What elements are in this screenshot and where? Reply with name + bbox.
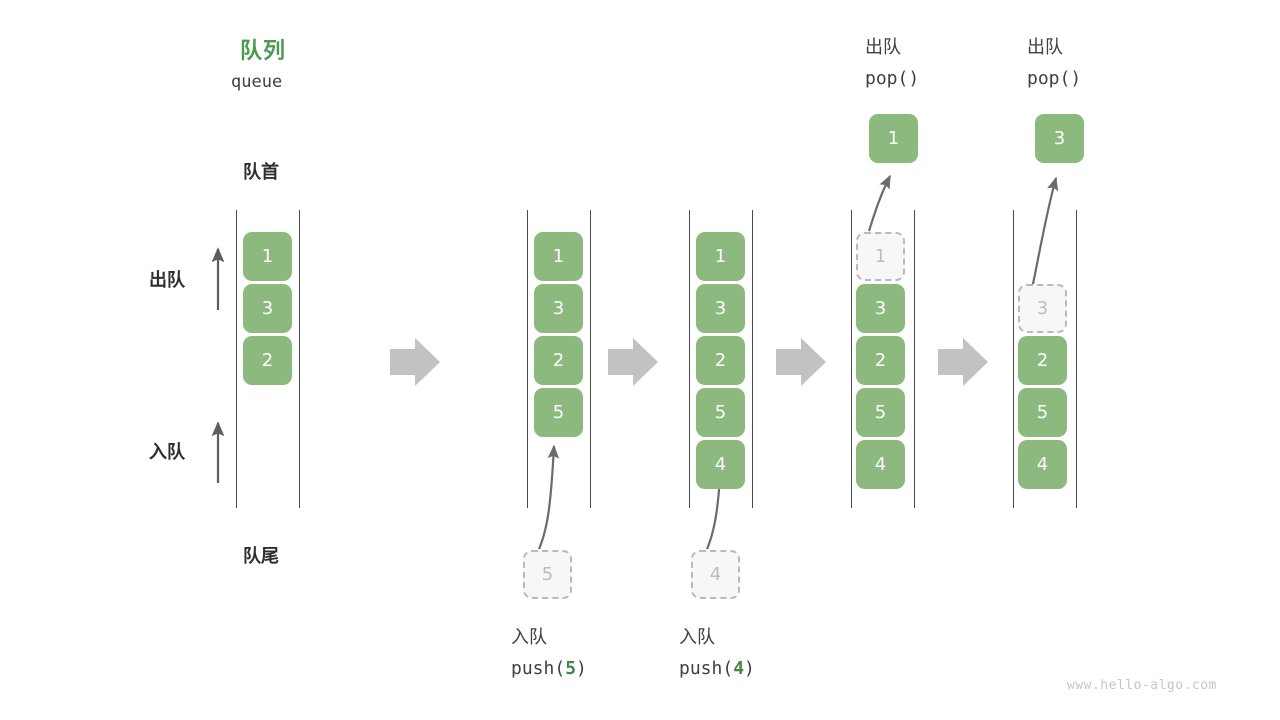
queue-rail-left-4: [851, 210, 852, 508]
operation-label-push-4: 入队: [679, 627, 715, 648]
step-arrow-right-icon-3: [776, 338, 826, 386]
queue-cell: 2: [1018, 336, 1067, 385]
queue-rail-left-5: [1013, 210, 1014, 508]
operation-label-pop-3: 出队: [1027, 37, 1063, 58]
code-suffix: ): [576, 658, 587, 679]
queue-cell-removed: 1: [856, 232, 905, 281]
page-subtitle: queue: [231, 72, 283, 92]
queue-column-pop-3: 3 2 5 4: [1018, 284, 1067, 489]
operation-code-push-5: push(5): [511, 658, 587, 679]
queue-rail-left-1: [236, 210, 237, 508]
step-arrow-right-icon-2: [608, 338, 658, 386]
queue-cell: 4: [1018, 440, 1067, 489]
operation-code-pop-3: pop(): [1027, 68, 1082, 89]
queue-cell: 2: [696, 336, 745, 385]
queue-cell: 4: [856, 440, 905, 489]
pending-element-4: 4: [691, 550, 740, 599]
queue-cell: 2: [534, 336, 583, 385]
popped-element-1: 1: [869, 114, 918, 163]
queue-rail-left-3: [689, 210, 690, 508]
queue-cell: 3: [696, 284, 745, 333]
code-arg: 5: [565, 658, 577, 679]
code-prefix: push(: [679, 658, 734, 679]
code-prefix: push(: [511, 658, 566, 679]
operation-code-pop-1: pop(): [865, 68, 920, 89]
operation-label-pop-1: 出队: [865, 37, 901, 58]
code-arg: 4: [733, 658, 745, 679]
queue-rail-right-4: [914, 210, 915, 508]
popped-element-3: 3: [1035, 114, 1084, 163]
queue-cell: 1: [534, 232, 583, 281]
queue-cell: 3: [856, 284, 905, 333]
queue-rail-right-1: [299, 210, 300, 508]
queue-cell: 3: [243, 284, 292, 333]
queue-column-push-5: 1 3 2 5: [534, 232, 583, 437]
queue-cell-removed: 3: [1018, 284, 1067, 333]
code-suffix: ): [744, 658, 755, 679]
queue-cell: 5: [696, 388, 745, 437]
queue-cell-new: 4: [696, 440, 745, 489]
front-label: 队首: [243, 162, 279, 183]
queue-rail-right-3: [752, 210, 753, 508]
rear-label: 队尾: [243, 546, 279, 567]
operation-code-push-4: push(4): [679, 658, 755, 679]
queue-rail-right-2: [590, 210, 591, 508]
queue-column-push-4: 1 3 2 5 4: [696, 232, 745, 489]
queue-column-pop-1: 1 3 2 5 4: [856, 232, 905, 489]
queue-rail-right-5: [1076, 210, 1077, 508]
step-arrow-right-icon-1: [390, 338, 440, 386]
queue-cell: 5: [1018, 388, 1067, 437]
watermark: www.hello-algo.com: [1067, 678, 1217, 693]
queue-cell: 2: [243, 336, 292, 385]
enqueue-direction-label: 入队: [149, 442, 185, 463]
queue-cell: 3: [534, 284, 583, 333]
dequeue-direction-label: 出队: [149, 270, 185, 291]
queue-cell: 2: [856, 336, 905, 385]
flow-arrow-icon-pop-1: [867, 174, 891, 232]
queue-column-initial: 1 3 2: [243, 232, 292, 385]
pending-element-5: 5: [523, 550, 572, 599]
queue-cell: 1: [243, 232, 292, 281]
flow-arrow-icon-push-5: [537, 444, 560, 550]
queue-cell: 5: [856, 388, 905, 437]
queue-cell-new: 5: [534, 388, 583, 437]
operation-label-push-5: 入队: [511, 627, 547, 648]
queue-cell: 1: [696, 232, 745, 281]
page-title: 队列: [240, 39, 287, 64]
queue-rail-left-2: [527, 210, 528, 508]
step-arrow-right-icon-4: [938, 338, 988, 386]
